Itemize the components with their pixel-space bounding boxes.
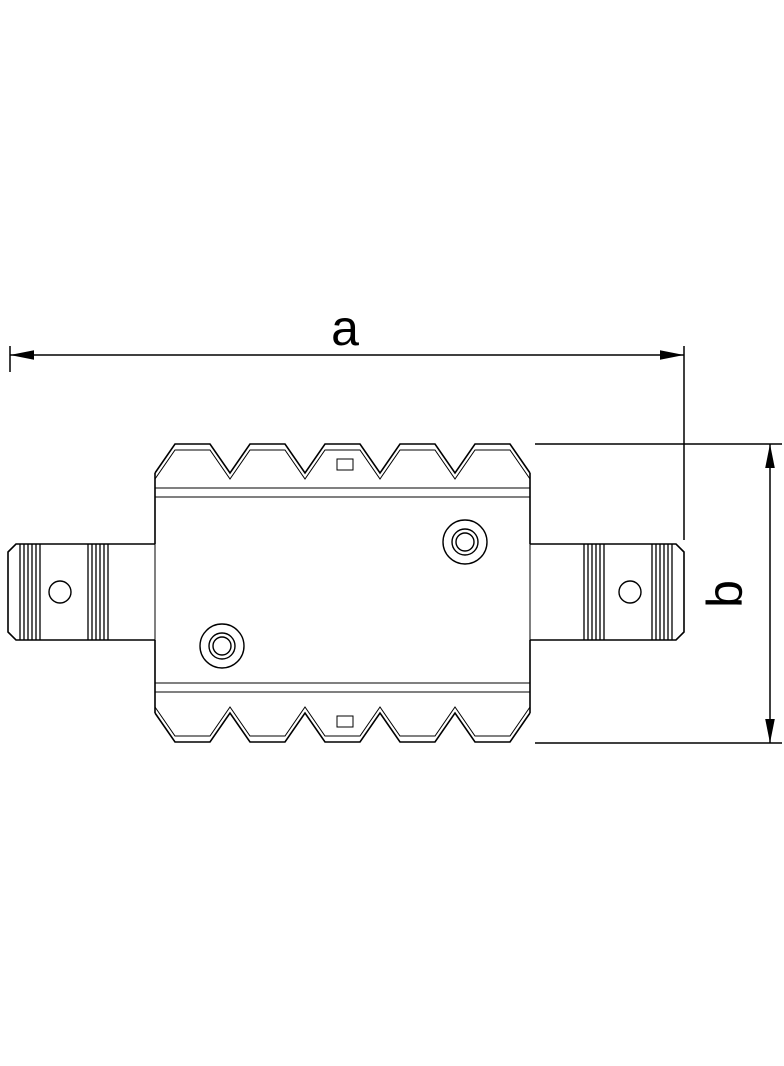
dimension-a-arrow-right [660, 350, 684, 360]
lower-hole-bore [212, 636, 232, 656]
top-serration-outer [154, 443, 531, 475]
lower-hole-emboss [199, 623, 245, 669]
left-tab-hatch-outer [19, 544, 41, 640]
dimension-b-arrow-bottom [765, 719, 775, 743]
right-tab-hole [618, 580, 642, 604]
left-tab-hole [48, 580, 72, 604]
dimension-b-arrow-top [765, 444, 775, 468]
part-detail-lines [154, 449, 531, 737]
bottom-center-notch [336, 715, 354, 728]
top-fold-lines [155, 487, 530, 498]
dimension-a-label: a [331, 300, 359, 356]
bottom-serration-inner [154, 706, 531, 737]
upper-hole-bore [455, 532, 475, 552]
upper-hole-ring [451, 528, 479, 556]
part-outline [7, 443, 685, 743]
dimension-b-label: b [697, 580, 753, 608]
dimension-a-arrow-left [10, 350, 34, 360]
lower-hole-ring [208, 632, 236, 660]
tab-hatching [19, 544, 673, 640]
bottom-serration-outer [154, 711, 531, 743]
top-serration-inner [154, 449, 531, 480]
left-tab-hatch-inner [87, 544, 109, 640]
bottom-fold-lines [155, 682, 530, 693]
dimension-a: a [9, 300, 685, 540]
right-tab-hatch-inner [583, 544, 605, 640]
left-tab-outline [7, 543, 155, 641]
top-center-notch [336, 458, 354, 471]
upper-hole-emboss [442, 519, 488, 565]
holes [48, 519, 642, 669]
dimension-b: b [535, 443, 782, 744]
right-tab-outline [530, 543, 685, 641]
right-tab-hatch-outer [651, 544, 673, 640]
